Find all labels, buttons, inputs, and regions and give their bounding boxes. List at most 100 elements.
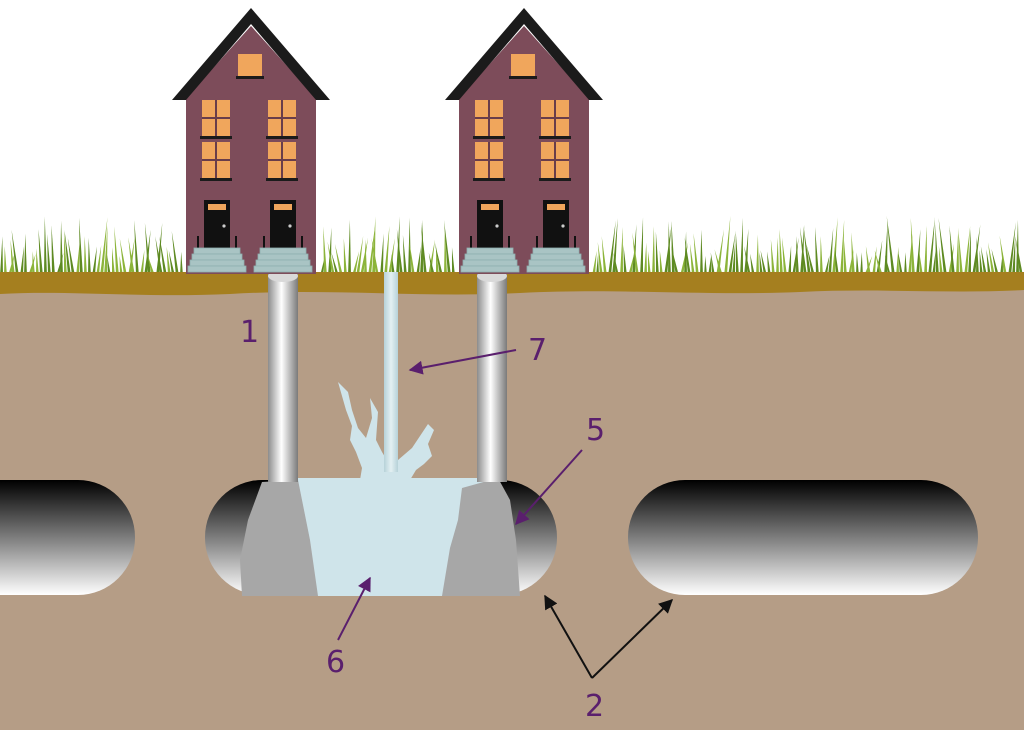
grass-blade [652,226,655,276]
grass-blade [443,219,451,276]
grass-blade [924,225,927,276]
window-sill [473,136,505,139]
grass-blade [824,255,830,276]
grass-blade [10,239,15,276]
step [193,247,241,255]
grass-blade [144,229,151,276]
grass-blade [114,226,119,276]
grass-blade [910,218,915,276]
window-sill [509,76,537,79]
grass-blade [640,217,644,276]
grass-blade [36,248,39,276]
grass-blade [832,217,838,276]
grass-blade [327,241,335,276]
arrow-2a [544,594,593,679]
collapsed-chamber-water [285,478,500,596]
grass-blade [693,233,699,276]
house-left [172,8,330,274]
grass-blade [408,217,411,276]
grass-blade [834,246,839,276]
step [191,253,243,261]
grass-blade [608,220,616,276]
grass-blade [334,243,343,276]
grass-blade [671,246,679,276]
grass-blade [949,225,955,276]
grass-blade [740,218,743,276]
step [460,265,520,273]
grass-blade [770,239,775,276]
grass-blade [908,233,913,276]
grass-blade [416,246,421,276]
step [530,253,582,261]
window-sill [473,178,505,181]
grass-blade [896,246,899,276]
grass-blade [388,238,395,276]
grass-blade [932,248,936,276]
grass-blade [8,252,15,276]
label-1: 1 [240,315,259,350]
grass-blade [659,250,663,276]
label-6: 6 [326,645,345,680]
window-sill [266,136,298,139]
window [238,54,262,76]
grass-blade [828,227,834,276]
grass-blade [710,252,715,276]
grass-blade [360,237,369,276]
grass-blade [144,222,151,276]
grass-blade [100,217,108,276]
grass-blade [146,252,155,276]
grass-blade [732,243,736,276]
grass-blade [968,228,971,276]
transom [208,204,226,210]
grass-blade [171,231,179,276]
grass-blade [872,246,877,276]
grass-blade [592,250,597,276]
grass-blade [976,237,979,276]
grass-blade [760,250,767,276]
grass-blade [119,238,127,276]
window [511,54,535,76]
grass-blade [613,252,619,276]
grass-blade [788,245,792,276]
label-5: 5 [586,413,605,448]
grass-blade [38,229,43,276]
grass-blade [714,249,723,276]
grass-blade [919,250,923,276]
rubble-right [442,478,520,596]
grass-blade [92,246,97,276]
grass-blade [623,244,627,276]
grass-blade [860,252,863,276]
grass-blade [180,251,183,276]
grass-blade [64,231,67,276]
grass-blade [104,226,108,276]
railing [197,236,237,248]
grass-blade [655,231,659,276]
grass-blade [384,225,390,276]
grass-blade [356,236,364,276]
grass-blade [796,236,799,276]
grass-blade [84,236,87,276]
grass-blade [664,225,672,276]
arrow-7 [408,349,517,375]
grass-blade [601,236,607,276]
arrow-2b [591,599,674,679]
grass-strip [0,216,1023,276]
grass-blade [597,242,603,276]
railing [470,236,510,248]
arrow-5 [515,449,583,526]
support-pillars [268,270,507,482]
grass-blade [704,255,707,276]
doorknob [495,224,499,228]
houses [172,8,603,274]
grass-blade [898,251,903,276]
grass-blade [368,224,376,276]
grass-blade [166,246,171,276]
roof [445,8,603,100]
window-sill [200,178,232,181]
step [187,265,247,273]
grass-blade [155,236,163,276]
grass-blade [409,240,415,276]
grass-blade [402,234,407,276]
grass-blade [76,239,81,276]
grass-blade [856,252,859,276]
